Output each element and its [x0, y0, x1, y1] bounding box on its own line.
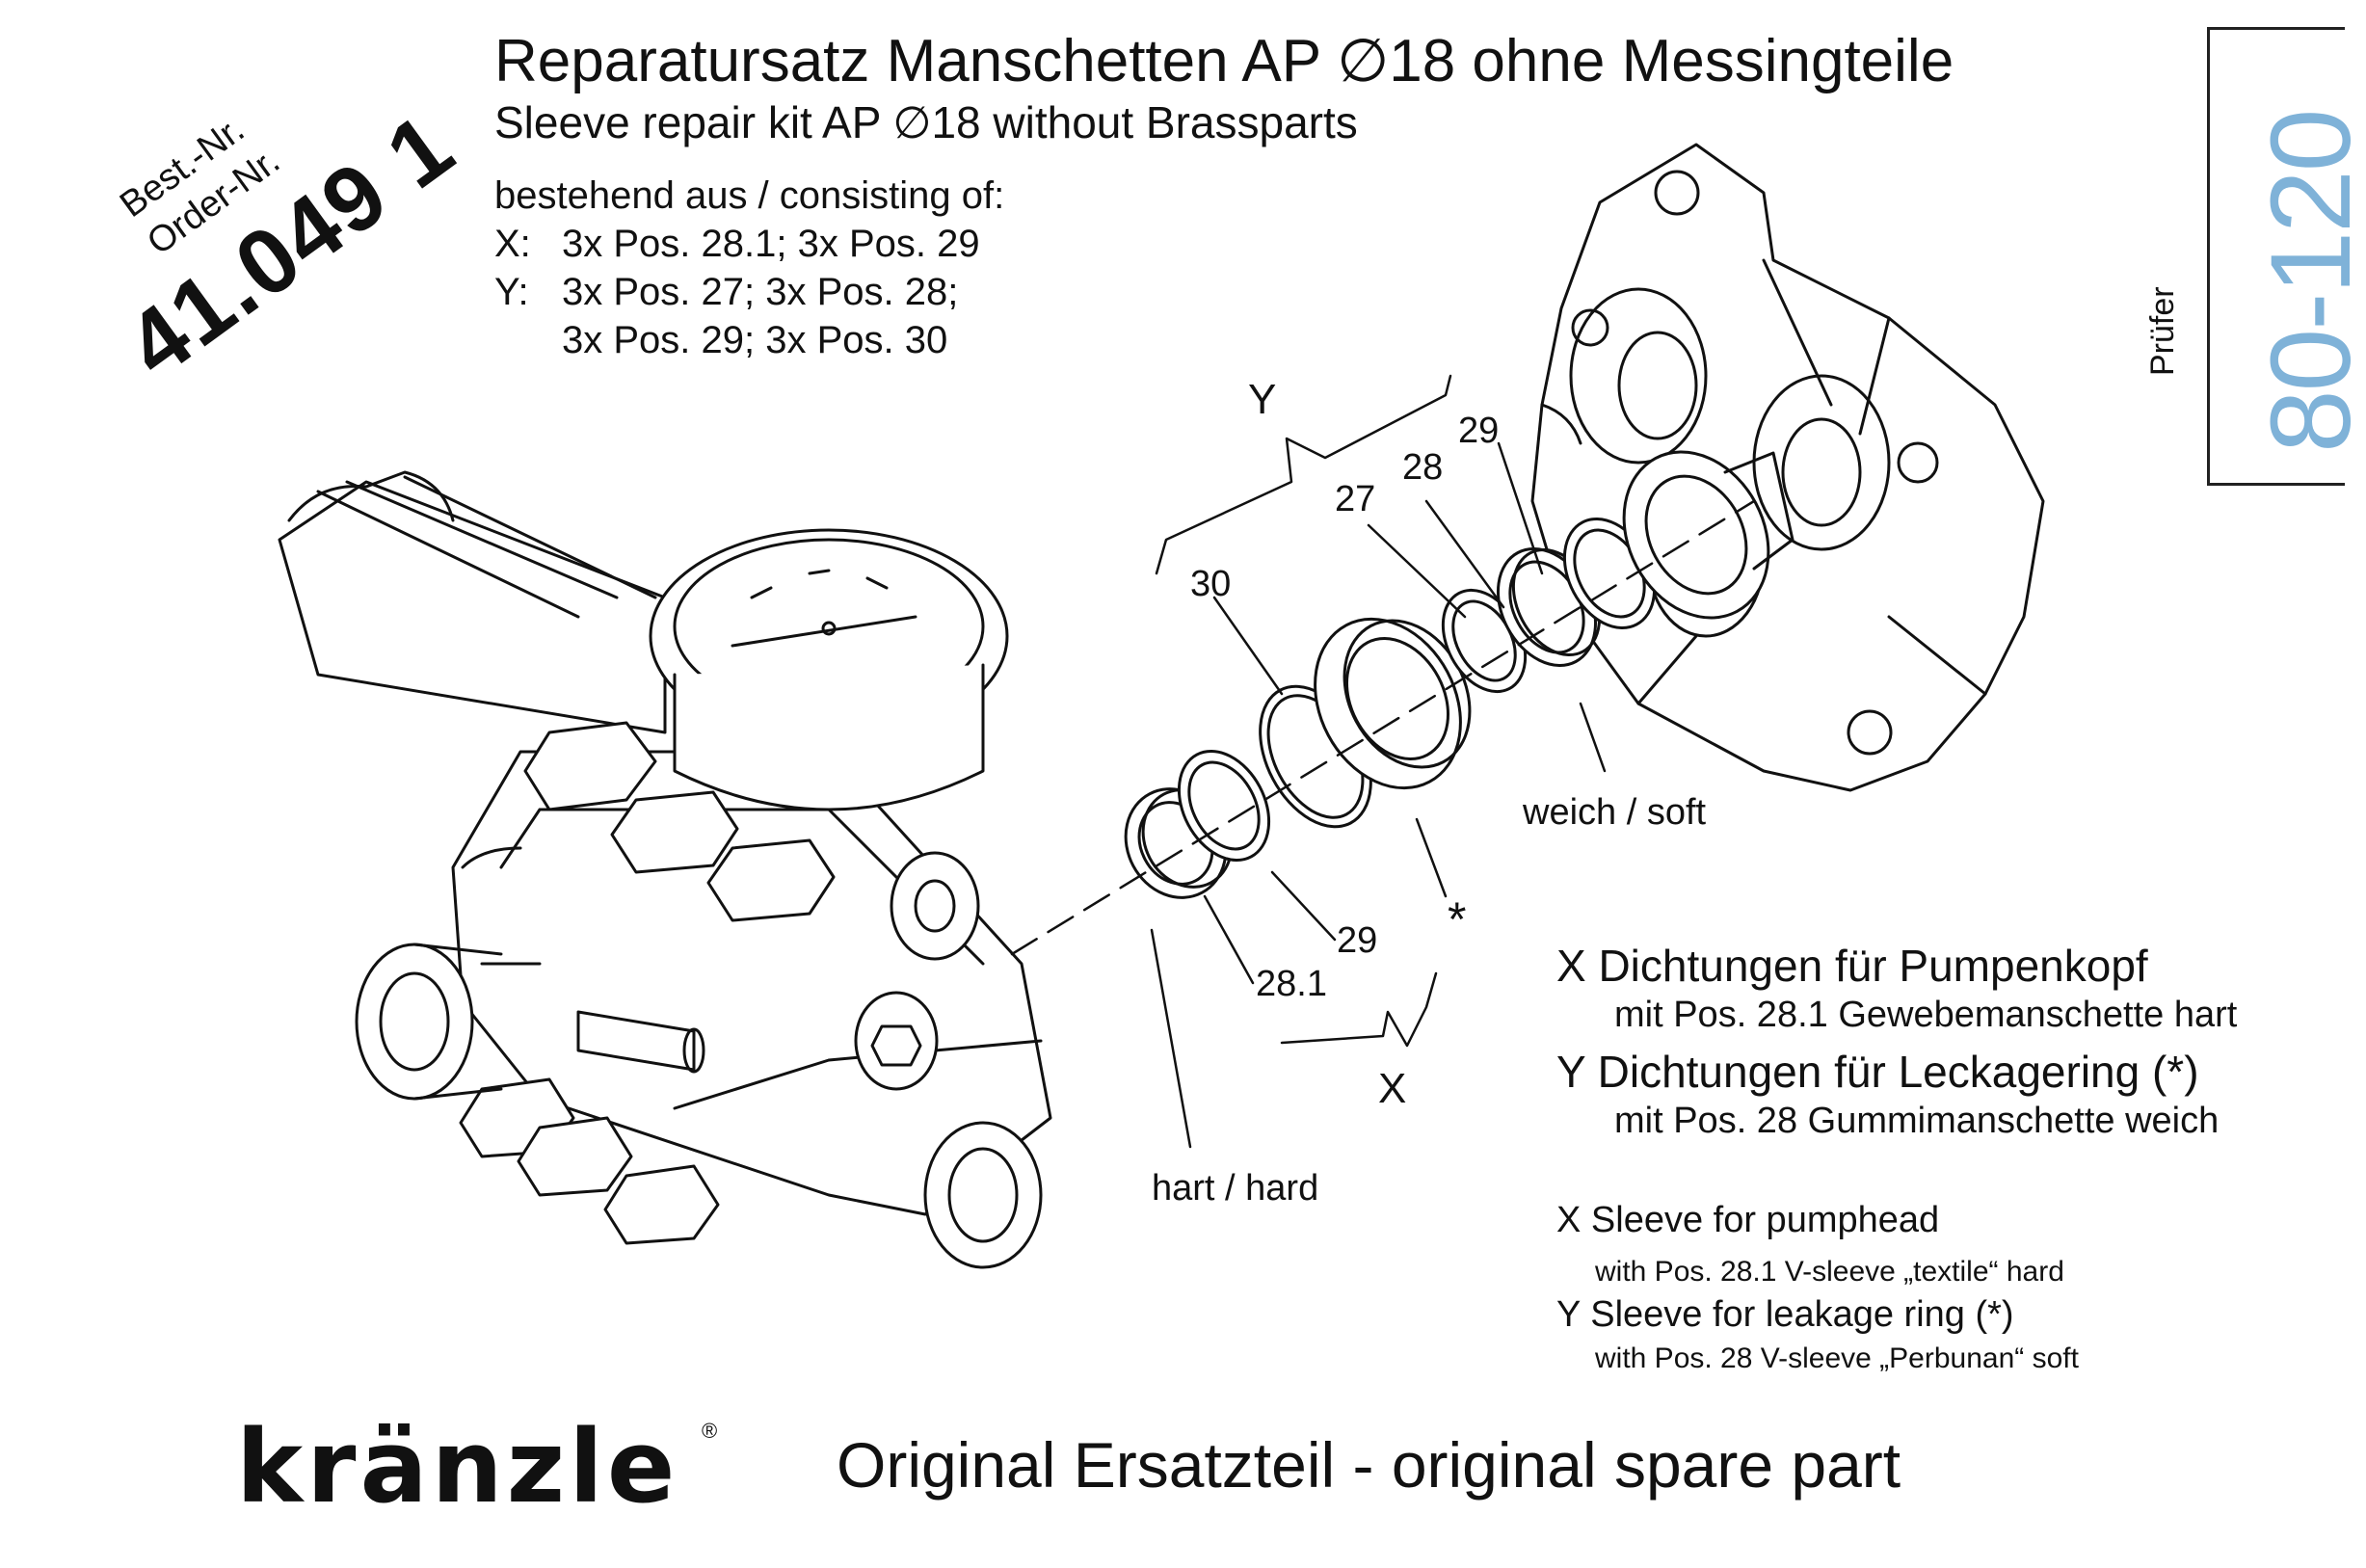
seal-holder: [1622, 450, 1794, 620]
callout-hard: hart / hard: [1152, 1168, 1319, 1209]
callout-x: X: [1378, 1065, 1407, 1112]
callout-27: 27: [1335, 479, 1376, 519]
kraenzle-logo: kränzle: [236, 1408, 679, 1526]
legend-de-y-sub: mit Pos. 28 Gummimanschette weich: [1614, 1101, 2220, 1141]
callout-y: Y: [1248, 376, 1277, 423]
consisting-key: X:: [494, 223, 531, 265]
footer-text: Original Ersatzteil - original spare par…: [837, 1429, 1901, 1501]
consisting-text: 3x Pos. 28.1; 3x Pos. 29: [562, 223, 980, 265]
callout-28-1: 28.1: [1256, 964, 1327, 1004]
callout-30: 30: [1190, 564, 1232, 604]
callout-asterisk: *: [1448, 892, 1467, 946]
legend-de-x-sub: mit Pos. 28.1 Gewebemanschette hart: [1614, 995, 2238, 1035]
callout-28: 28: [1402, 447, 1444, 488]
callout-29-top: 29: [1458, 411, 1500, 451]
seal-parts: [1124, 450, 1794, 899]
assembly-axis: [1010, 499, 1756, 956]
title-english: Sleeve repair kit AP ∅18 without Brasspa…: [494, 97, 1358, 147]
callout-29-bottom: 29: [1337, 920, 1378, 961]
pump-head-illustration: [278, 470, 1052, 1269]
consisting-key: Y:: [494, 271, 529, 313]
consisting-heading: bestehend aus / consisting of:: [494, 174, 1005, 217]
title-german: Reparatursatz Manschetten AP ∅18 ohne Me…: [494, 28, 1954, 94]
consisting-text: 3x Pos. 27; 3x Pos. 28;: [562, 271, 959, 313]
pump-housing-illustration: [1530, 143, 2045, 792]
consisting-row-y-cont: 3x Pos. 29; 3x Pos. 30: [494, 316, 1004, 364]
consisting-text: 3x Pos. 29; 3x Pos. 30: [562, 319, 948, 361]
x-bracket: [1280, 971, 1438, 1048]
legend-en-x-sub: with Pos. 28.1 V-sleeve „textile“ hard: [1595, 1256, 2064, 1288]
legend-de-x-title: X Dichtungen für Pumpenkopf: [1556, 941, 2148, 991]
pruefer-box: [2207, 27, 2345, 486]
leader-lines: [1150, 441, 1607, 1149]
consisting-list: bestehend aus / consisting of: X: 3x Pos…: [494, 172, 1004, 364]
legend-de-y-title: Y Dichtungen für Leckagering (*): [1556, 1047, 2199, 1097]
legend-en-y-sub: with Pos. 28 V-sleeve „Perbunan“ soft: [1595, 1342, 2079, 1374]
consisting-row-x: X: 3x Pos. 28.1; 3x Pos. 29: [494, 220, 1004, 268]
consisting-row-y: Y: 3x Pos. 27; 3x Pos. 28;: [494, 268, 1004, 316]
legend-en-x-title: X Sleeve for pumphead: [1556, 1200, 1940, 1240]
callout-soft: weich / soft: [1523, 792, 1707, 833]
legend-en-y-title: Y Sleeve for leakage ring (*): [1556, 1294, 2014, 1335]
y-bracket: [1155, 374, 1452, 575]
part-29-lower: [1177, 749, 1271, 863]
registered-mark: ®: [702, 1419, 718, 1443]
